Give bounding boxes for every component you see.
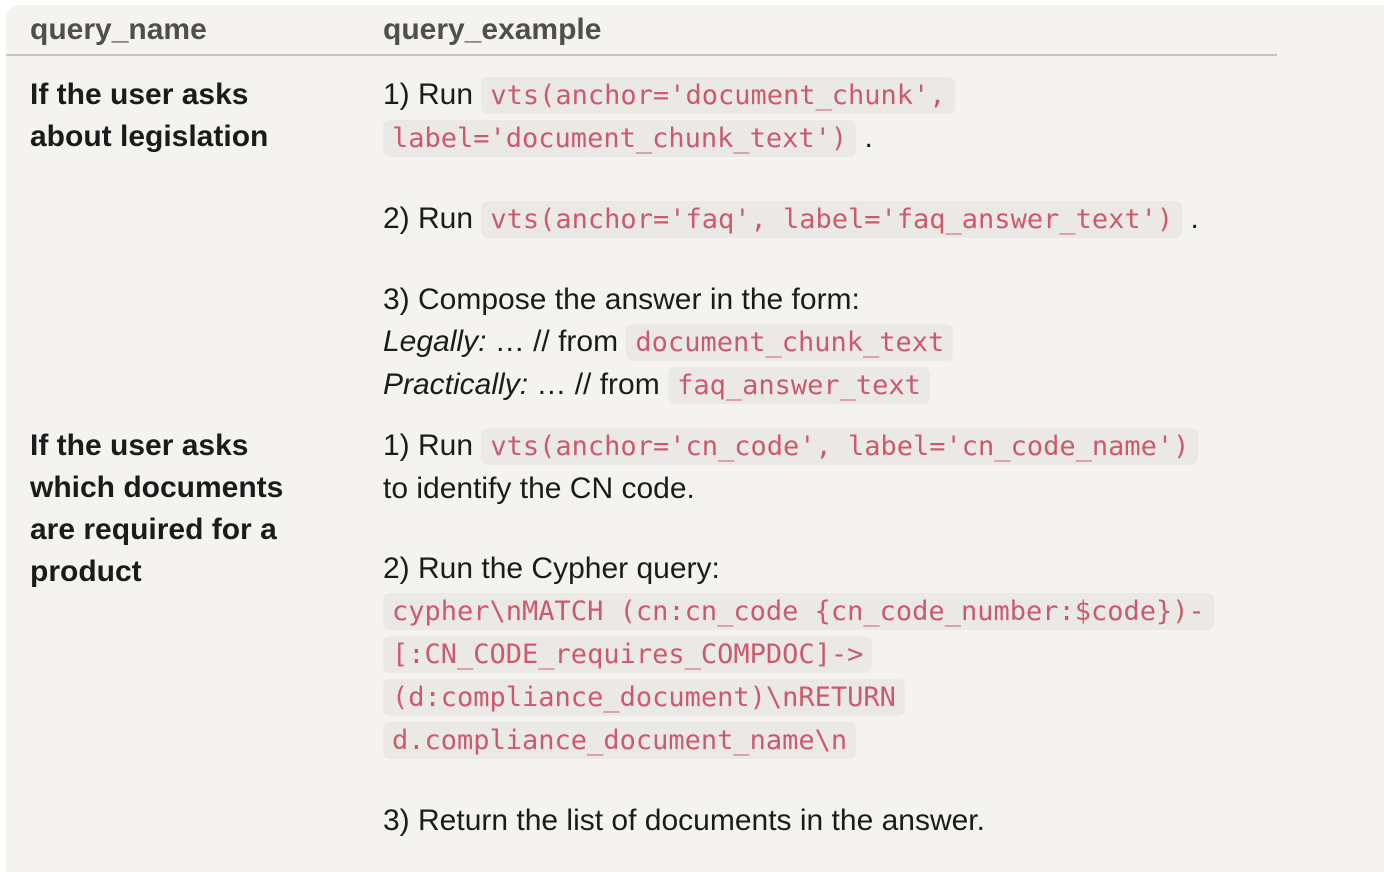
example-text: 3) Compose the answer in the form: (383, 283, 860, 316)
example-text: … // from (486, 325, 627, 358)
example-text: 3) Return the list of documents in the a… (383, 804, 985, 837)
example-paragraph: 3) Compose the answer in the form: Legall… (383, 279, 1277, 407)
example-text: 1) Run (383, 429, 482, 462)
inline-code: vts(anchor='faq', label='faq_answer_text… (481, 201, 1183, 238)
inline-code: document_chunk_text (626, 324, 954, 361)
example-text: 2) Run the Cypher query: (383, 552, 720, 585)
example-paragraph: 3) Return the list of documents in the a… (383, 800, 1277, 842)
query-example-cell: 1) Run vts(anchor='cn_code', label='cn_c… (383, 425, 1277, 842)
document-panel: query_name query_example If the user ask… (6, 5, 1384, 872)
example-text: 2) Run (383, 202, 482, 235)
inline-code: faq_answer_text (668, 367, 930, 404)
example-text: to identify the CN code. (383, 472, 695, 505)
italic-label: Legally: (383, 325, 487, 358)
example-text: 1) Run (383, 78, 482, 111)
inline-code: vts(anchor='cn_code', label='cn_code_nam… (481, 428, 1199, 465)
inline-code: cypher\nMATCH (cn:cn_code {cn_code_numbe… (383, 593, 1214, 759)
column-header-query-name: query_name (30, 13, 207, 46)
table-header-row: query_name query_example (6, 5, 1277, 56)
example-paragraph: 2) Run the Cypher query: cypher\nMATCH (c… (383, 548, 1277, 762)
column-header-query-example: query_example (383, 13, 602, 46)
query-table: query_name query_example If the user ask… (6, 5, 1277, 842)
query-example-cell: 1) Run vts(anchor='document_chunk',label… (383, 74, 1277, 407)
italic-label: Practically: (383, 368, 529, 401)
example-text: . (1182, 202, 1199, 235)
example-text: … // from (528, 368, 669, 401)
example-paragraph: 2) Run vts(anchor='faq', label='faq_answ… (383, 198, 1277, 241)
example-paragraph: 1) Run vts(anchor='cn_code', label='cn_c… (383, 425, 1277, 510)
example-text: . (856, 121, 873, 154)
example-paragraph: 1) Run vts(anchor='document_chunk',label… (383, 74, 1277, 160)
